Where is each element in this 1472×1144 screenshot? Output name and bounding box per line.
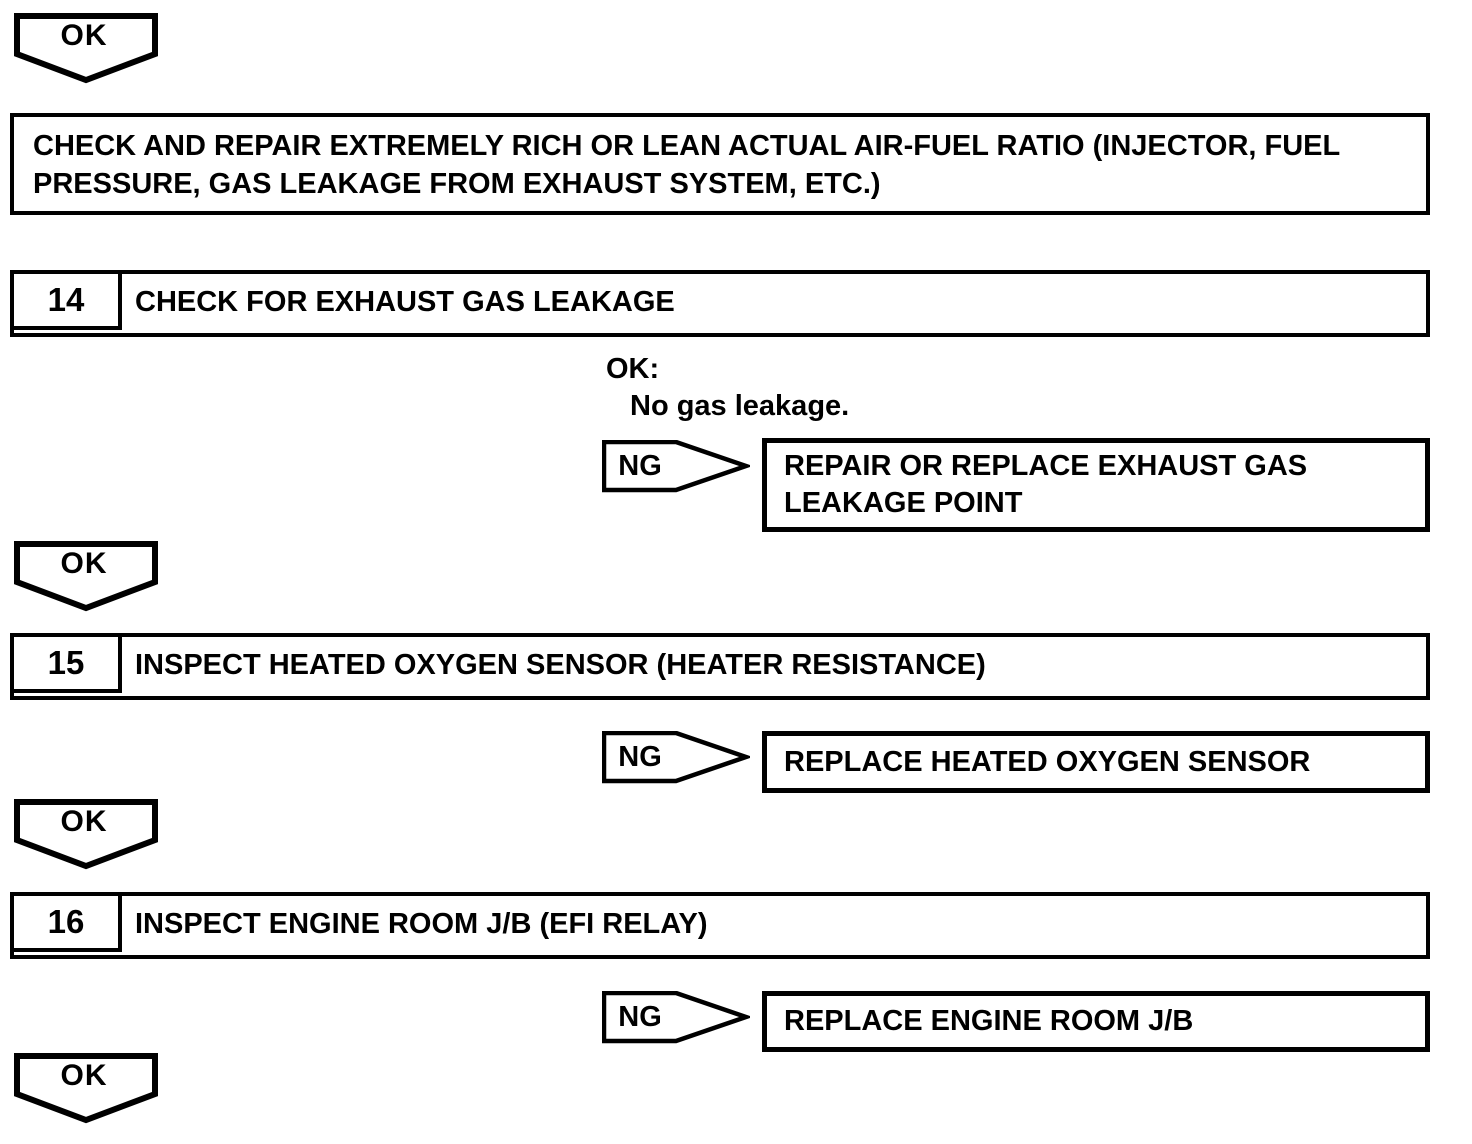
ng-arrow-icon <box>602 991 750 1044</box>
ok-pentagon-icon <box>14 799 158 870</box>
ok-connector-label: OK <box>60 547 108 580</box>
ng-arrow-icon <box>602 440 750 493</box>
action-box-line: PRESSURE, GAS LEAKAGE FROM EXHAUST SYSTE… <box>33 168 881 200</box>
ok-connector-label: OK <box>60 19 108 52</box>
step-16-box: 16 INSPECT ENGINE ROOM J/B (EFI RELAY) <box>10 892 1430 959</box>
step-number: 14 <box>14 274 122 330</box>
ng-arrow-icon <box>602 731 750 784</box>
step-title: INSPECT ENGINE ROOM J/B (EFI RELAY) <box>135 907 708 940</box>
ng-action-line: REPLACE HEATED OXYGEN SENSOR <box>784 745 1311 778</box>
ng-connector-label: NG <box>618 740 662 773</box>
ng-connector-label: NG <box>618 1000 662 1033</box>
ng-action-box: REPLACE ENGINE ROOM J/B <box>762 991 1430 1052</box>
ng-connector: NG <box>602 731 750 785</box>
action-box-air-fuel-ratio: CHECK AND REPAIR EXTREMELY RICH OR LEAN … <box>10 113 1430 215</box>
step-title: CHECK FOR EXHAUST GAS LEAKAGE <box>135 285 675 318</box>
ok-pentagon-icon <box>14 1053 158 1124</box>
ok-criteria-label: OK: <box>606 353 660 385</box>
step-14-box: 14 CHECK FOR EXHAUST GAS LEAKAGE <box>10 270 1430 337</box>
ok-pentagon-icon <box>14 13 158 84</box>
ok-connector-label: OK <box>60 1059 108 1092</box>
step-number: 15 <box>14 637 122 693</box>
ng-action-line: LEAKAGE POINT <box>784 487 1023 519</box>
ng-action-box: REPAIR OR REPLACE EXHAUST GAS LEAKAGE PO… <box>762 438 1430 532</box>
ng-action-line: REPAIR OR REPLACE EXHAUST GAS <box>784 450 1308 482</box>
ok-pentagon-icon <box>14 541 158 612</box>
ok-connector: OK <box>14 799 160 871</box>
step-title: INSPECT HEATED OXYGEN SENSOR (HEATER RES… <box>135 648 986 681</box>
ok-criteria-detail: No gas leakage. <box>630 390 850 422</box>
step-number: 16 <box>14 896 122 952</box>
ok-connector-label: OK <box>60 805 108 838</box>
ok-connector: OK <box>14 541 160 613</box>
ng-connector-label: NG <box>618 449 662 482</box>
ng-connector: NG <box>602 440 750 494</box>
ok-connector: OK <box>14 1053 160 1125</box>
ng-connector: NG <box>602 991 750 1045</box>
ng-action-box: REPLACE HEATED OXYGEN SENSOR <box>762 731 1430 793</box>
action-box-line: CHECK AND REPAIR EXTREMELY RICH OR LEAN … <box>33 130 1341 162</box>
ok-connector: OK <box>14 13 160 85</box>
step-15-box: 15 INSPECT HEATED OXYGEN SENSOR (HEATER … <box>10 633 1430 700</box>
ng-action-line: REPLACE ENGINE ROOM J/B <box>784 1005 1194 1037</box>
